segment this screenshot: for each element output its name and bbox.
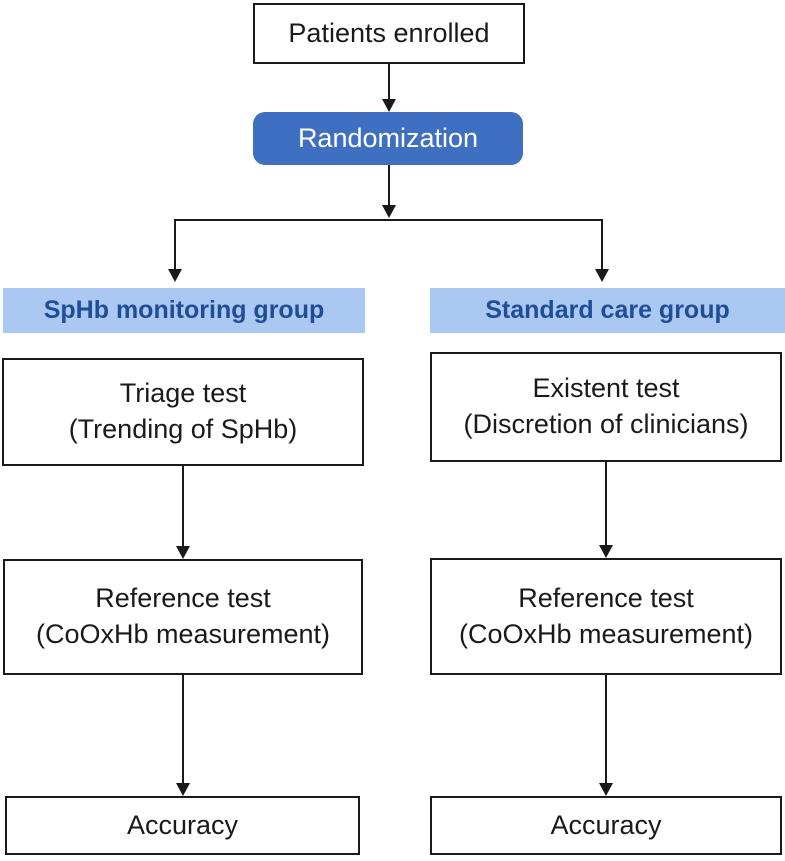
- arrow-randomization-to-branch-line: [388, 165, 390, 206]
- reference-test-left-line1: Reference test: [95, 583, 271, 614]
- arrow-reference-to-accuracy-left-line: [182, 675, 184, 784]
- reference-test-left-line2: (CoOxHb measurement): [35, 619, 331, 649]
- arrow-patients-to-randomization-head: [382, 99, 396, 112]
- triage-test-line1: Triage test: [119, 378, 247, 409]
- patients-enrolled-box: Patients enrolled: [253, 3, 525, 64]
- arrow-reference-to-accuracy-right-line: [605, 675, 607, 784]
- reference-test-right-line2: (CoOxHb measurement): [458, 618, 754, 649]
- arrow-existent-to-reference-head: [599, 545, 613, 558]
- sphb-monitoring-group-header: SpHb monitoring group: [3, 288, 365, 333]
- randomization-box: Randomization: [253, 112, 523, 165]
- arrow-patients-to-randomization-line: [388, 64, 390, 100]
- accuracy-left-label: Accuracy: [126, 809, 239, 840]
- existent-test-line1: Existent test: [532, 373, 680, 404]
- standard-care-group-label: Standard care group: [485, 296, 730, 324]
- branch-connector-line: [175, 219, 603, 221]
- sphb-monitoring-group-label: SpHb monitoring group: [43, 296, 325, 324]
- accuracy-box-left: Accuracy: [5, 796, 360, 855]
- branch-left-drop-head: [168, 269, 182, 282]
- arrow-triage-to-reference-head: [176, 546, 190, 559]
- triage-test-box: Triage test (Trending of SpHb): [2, 358, 364, 466]
- arrow-reference-to-accuracy-right-head: [599, 783, 613, 796]
- patients-enrolled-label: Patients enrolled: [288, 17, 490, 48]
- arrow-existent-to-reference-line: [605, 462, 607, 546]
- existent-test-box: Existent test (Discretion of clinicians): [430, 352, 782, 462]
- existent-test-line2: (Discretion of clinicians): [463, 409, 749, 439]
- accuracy-right-label: Accuracy: [550, 809, 662, 840]
- arrow-reference-to-accuracy-left-head: [176, 783, 190, 796]
- arrow-triage-to-reference-line: [182, 466, 184, 547]
- accuracy-box-right: Accuracy: [430, 796, 782, 855]
- reference-test-box-left: Reference test (CoOxHb measurement): [3, 559, 363, 675]
- branch-left-drop-line: [174, 219, 176, 270]
- reference-test-right-line1: Reference test: [518, 582, 694, 613]
- randomization-label: Randomization: [297, 123, 479, 153]
- standard-care-group-header: Standard care group: [430, 288, 785, 333]
- branch-right-drop-line: [601, 219, 603, 270]
- arrow-randomization-to-branch-head: [382, 205, 396, 218]
- reference-test-box-right: Reference test (CoOxHb measurement): [430, 558, 782, 675]
- triage-test-line2: (Trending of SpHb): [68, 414, 298, 444]
- branch-right-drop-head: [595, 269, 609, 282]
